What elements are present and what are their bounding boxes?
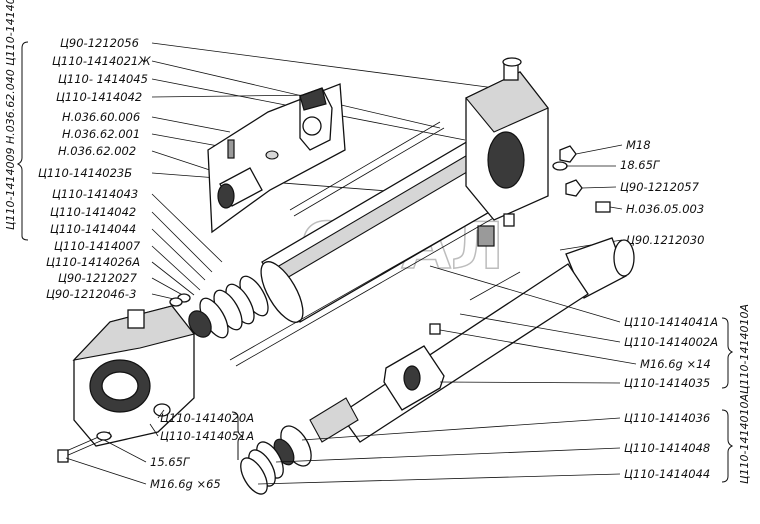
- right-small-parts: [477, 145, 611, 247]
- inset-screw: [227, 139, 235, 159]
- rear-head-fitting-cap: [502, 57, 522, 67]
- rear-head-block: [465, 57, 549, 221]
- bolt-m16-head: [57, 449, 69, 463]
- rod-bolt-head: [429, 323, 441, 335]
- group-label-right-mid: Ц110-1414010А: [738, 304, 751, 394]
- nut-m18: [559, 145, 577, 163]
- piston-flange-hole: [403, 365, 421, 391]
- label-left-1: Ц110-1414021Ж: [52, 54, 151, 68]
- label-left-9: Ц110-1414042: [50, 205, 136, 219]
- label-right-top-0: М18: [626, 138, 651, 152]
- inset-fitting-end: [217, 183, 235, 209]
- left-group-brace: [16, 41, 29, 241]
- left-label-column: Ц90-1212056 Ц110-1414021Ж Ц110- 1414045 …: [38, 36, 151, 301]
- inset-washer: [265, 150, 279, 160]
- gland-nut: [188, 310, 212, 338]
- label-bottom-left-0: Ц110-1414020А: [160, 411, 254, 425]
- label-bottom-left-3: М16.6g ×65: [150, 477, 221, 491]
- label-left-8: Ц110-1414043: [52, 187, 138, 201]
- group-label-left-vertical: Ц110-1414009 Н.036.62.040 Ц110-1414010А: [4, 0, 17, 230]
- seal-stack: [169, 275, 269, 339]
- label-left-5: Н.036.62.001: [62, 127, 140, 141]
- cylinder-front-cap: [260, 261, 304, 323]
- tie-rod-lower: [229, 205, 501, 361]
- label-bottom-left-1: Ц110-1414051А: [160, 429, 254, 443]
- label-right-mid-0: Ц110-1414041А: [624, 315, 718, 329]
- nut-ts90-1212057: [565, 179, 583, 197]
- label-left-11: Ц110-1414007: [54, 239, 141, 253]
- label-right-bottom-1: Ц110-1414048: [624, 441, 710, 455]
- label-left-10: Ц110-1414044: [50, 222, 136, 236]
- label-left-4: Н.036.60.006: [62, 110, 140, 124]
- label-left-7: Ц110-1414023Б: [38, 166, 132, 180]
- inset-detail: [207, 83, 346, 234]
- label-right-bottom-2: Ц110-1414044: [624, 467, 710, 481]
- right-mid-brace: [721, 317, 734, 389]
- fitting-n036: [595, 201, 611, 213]
- right-bottom-brace: [721, 409, 734, 483]
- rear-head-top: [465, 71, 549, 133]
- front-head-boss: [127, 309, 145, 329]
- bolt-head-small: [503, 213, 515, 227]
- front-head-top: [72, 305, 195, 361]
- label-left-3: Ц110-1414042: [56, 90, 142, 104]
- washer-18-65g: [552, 161, 568, 171]
- rod-end-seals: [240, 425, 312, 495]
- rod-eye-bore: [613, 239, 635, 277]
- label-left-0: Ц90-1212056: [60, 36, 139, 50]
- rod-thread: [309, 397, 359, 443]
- label-right-mid-2: М16.6g ×14: [640, 357, 711, 371]
- seal-ring-small: [153, 403, 171, 417]
- inset-block-port: [302, 116, 322, 136]
- label-left-12: Ц110-1414026А: [46, 255, 140, 269]
- label-right-bottom-0: Ц110-1414036: [624, 411, 710, 425]
- bottom-left-brace: [231, 411, 244, 460]
- label-bottom-left-2: 15.65Г: [150, 455, 191, 469]
- tie-rod-upper: [289, 121, 441, 211]
- label-right-top-3: Н.036.05.003: [626, 202, 704, 216]
- rear-head-bore: [487, 131, 525, 189]
- coupling-block: [477, 225, 495, 247]
- label-left-6: Н.036.62.002: [58, 144, 136, 158]
- rod-bolt: [469, 271, 521, 301]
- right-mid-label-column: Ц110-1414041А Ц110-1414002А М16.6g ×14 Ц…: [429, 265, 751, 394]
- label-right-mid-1: Ц110-1414002А: [624, 335, 718, 349]
- main-cylinder: [229, 121, 514, 367]
- piston-rod-assembly: [309, 237, 635, 443]
- front-head-block: [72, 305, 195, 447]
- inset-block-top: [299, 87, 327, 111]
- group-label-right-bottom: Ц110-1414010А: [738, 394, 751, 484]
- label-right-top-4: Ц90.1212030: [626, 233, 704, 247]
- label-left-2: Ц110- 1414045: [58, 72, 148, 86]
- washer-15-65g: [96, 431, 112, 441]
- piston-rod: [339, 263, 589, 443]
- bottom-left-label-column: Ц110-1414020А Ц110-1414051А 15.65Г М16.6…: [65, 409, 254, 491]
- label-right-top-2: Ц90-1212057: [620, 180, 700, 194]
- label-left-14: Ц90-1212046-3: [46, 287, 136, 301]
- label-right-mid-3: Ц110-1414035: [624, 376, 710, 390]
- label-right-top-1: 18.65Г: [620, 158, 661, 172]
- bottom-fasteners: [57, 403, 171, 463]
- label-left-13: Ц90-1212027: [58, 271, 138, 285]
- right-bottom-label-column: Ц110-1414036 Ц110-1414048 Ц110-1414044 Ц…: [257, 394, 751, 485]
- right-top-label-column: М18 18.65Г Ц90-1212057 Н.036.05.003 Ц90.…: [559, 138, 704, 251]
- small-washer-b: [169, 297, 183, 307]
